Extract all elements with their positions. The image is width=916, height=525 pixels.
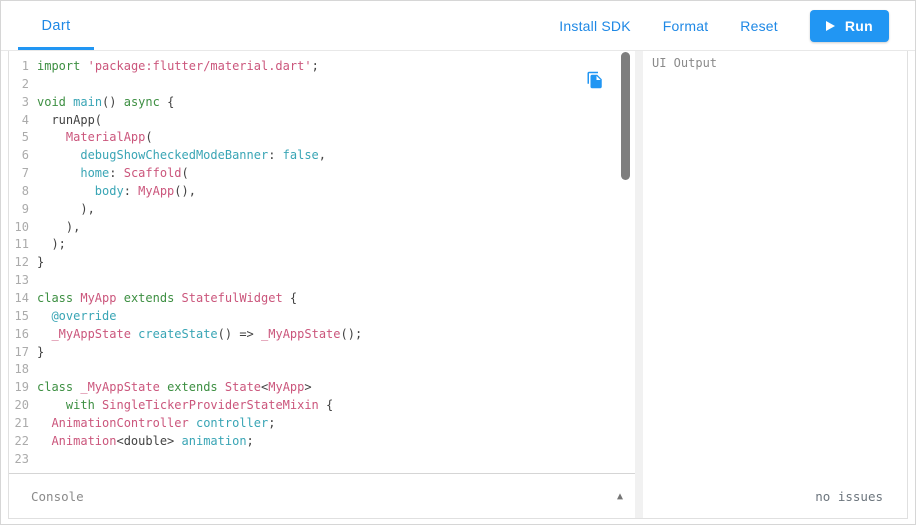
- code-text: [29, 361, 37, 379]
- code-line[interactable]: 20 with SingleTickerProviderStateMixin {: [9, 397, 635, 415]
- code-line[interactable]: 5 MaterialApp(: [9, 129, 635, 147]
- code-line[interactable]: 16 _MyAppState createState() => _MyAppSt…: [9, 326, 635, 344]
- code-line[interactable]: 9 ),: [9, 201, 635, 219]
- line-number: 9: [21, 201, 29, 216]
- line-number: 1: [21, 59, 29, 73]
- code-text: import 'package:flutter/material.dart';: [37, 59, 319, 73]
- header-actions: Install SDK Format Reset Run: [559, 9, 915, 42]
- code-text: MaterialApp(: [65, 130, 153, 145]
- console-label: Console: [31, 488, 84, 504]
- output-panel: UI Output no issues: [643, 51, 907, 518]
- line-number: 12: [14, 255, 29, 270]
- line-number: 23: [14, 451, 29, 466]
- line-number: 8: [21, 183, 29, 198]
- play-icon: [825, 20, 835, 31]
- run-button-label: Run: [844, 17, 873, 34]
- code-line[interactable]: 18: [9, 361, 635, 379]
- editor-panel: 1 import 'package:flutter/material.dart';…: [9, 51, 635, 518]
- code-line[interactable]: 4 runApp(: [9, 112, 635, 130]
- ui-output-label: UI Output: [652, 56, 718, 70]
- console-collapse-icon[interactable]: ▲: [616, 490, 623, 502]
- code-text: void main() async {: [37, 94, 175, 109]
- line-number: 19: [14, 380, 29, 395]
- format-button[interactable]: Format: [662, 17, 709, 34]
- code-line[interactable]: 3 void main() async {: [9, 94, 635, 112]
- code-text: runApp(: [37, 112, 103, 127]
- run-button[interactable]: Run: [809, 9, 889, 42]
- copy-code-button[interactable]: [586, 71, 604, 89]
- code-line[interactable]: 7 home: Scaffold(: [9, 165, 635, 183]
- panel-splitter[interactable]: [635, 51, 643, 518]
- code-line[interactable]: 14 class MyApp extends StatefulWidget {: [9, 290, 635, 308]
- code-line[interactable]: 19 class _MyAppState extends State<MyApp>: [9, 379, 635, 397]
- console-bar: Console ▲: [9, 473, 635, 518]
- line-number: 14: [14, 290, 29, 305]
- line-number: 7: [21, 166, 29, 181]
- code-text: class MyApp extends StatefulWidget {: [37, 290, 298, 305]
- code-text: ),: [37, 201, 95, 216]
- install-sdk-link[interactable]: Install SDK: [559, 17, 631, 34]
- issues-status: no issues: [815, 489, 883, 504]
- code-line[interactable]: 23: [9, 451, 635, 469]
- code-line[interactable]: 1 import 'package:flutter/material.dart';: [9, 58, 635, 76]
- code-text: _MyAppState createState() => _MyAppState…: [51, 326, 363, 341]
- code-line[interactable]: 17}: [9, 344, 635, 362]
- code-line[interactable]: 22 Animation<double> animation;: [9, 433, 635, 451]
- line-number: 5: [21, 130, 29, 145]
- reset-button[interactable]: Reset: [740, 17, 778, 34]
- code-line[interactable]: 2: [9, 76, 635, 94]
- code-text: );: [37, 237, 66, 252]
- code-line[interactable]: 11 );: [9, 236, 635, 254]
- code-text: Animation<double> animation;: [51, 433, 254, 448]
- line-number: 2: [21, 76, 29, 91]
- code-editor[interactable]: 1 import 'package:flutter/material.dart';…: [9, 51, 635, 473]
- line-number: 18: [14, 362, 29, 377]
- code-line[interactable]: 10 ),: [9, 219, 635, 237]
- main-area: 1 import 'package:flutter/material.dart';…: [8, 51, 908, 519]
- line-number: 13: [14, 273, 29, 288]
- code-text: [29, 76, 37, 94]
- line-number: 15: [14, 308, 29, 323]
- code-text: class _MyAppState extends State<MyApp>: [37, 380, 312, 395]
- line-number: 3: [21, 94, 29, 109]
- code-line[interactable]: 6 debugShowCheckedModeBanner: false,: [9, 147, 635, 165]
- header-bar: Dart Install SDK Format Reset Run: [1, 1, 915, 51]
- code-line[interactable]: 12}: [9, 254, 635, 272]
- code-text: body: MyApp(),: [94, 183, 196, 198]
- code-line[interactable]: 8 body: MyApp(),: [9, 183, 635, 201]
- code-text: [29, 451, 37, 469]
- line-number: 21: [14, 415, 29, 430]
- line-number: 17: [14, 344, 29, 359]
- code-line[interactable]: 15 @override: [9, 308, 635, 326]
- code-text: ),: [37, 219, 81, 234]
- code-text: with SingleTickerProviderStateMixin {: [65, 398, 334, 413]
- code-lines: 1 import 'package:flutter/material.dart';…: [9, 58, 635, 468]
- tab-dart[interactable]: Dart: [18, 1, 94, 50]
- editor-scrollbar[interactable]: [621, 52, 630, 180]
- line-number: 6: [21, 148, 29, 163]
- code-line[interactable]: 13: [9, 272, 635, 290]
- code-line[interactable]: 21 AnimationController controller;: [9, 415, 635, 433]
- code-text: AnimationController controller;: [51, 415, 276, 430]
- line-number: 16: [14, 326, 29, 341]
- code-text: home: Scaffold(: [80, 166, 189, 181]
- copy-icon: [586, 71, 604, 92]
- line-number: 22: [14, 433, 29, 448]
- code-text: }: [37, 344, 45, 359]
- line-number: 10: [14, 219, 29, 234]
- line-number: 20: [14, 398, 29, 413]
- code-text: [29, 272, 37, 290]
- line-number: 11: [14, 237, 29, 252]
- code-text: @override: [51, 308, 117, 323]
- code-text: debugShowCheckedModeBanner: false,: [80, 148, 327, 163]
- line-number: 4: [21, 112, 29, 127]
- code-text: }: [37, 255, 45, 270]
